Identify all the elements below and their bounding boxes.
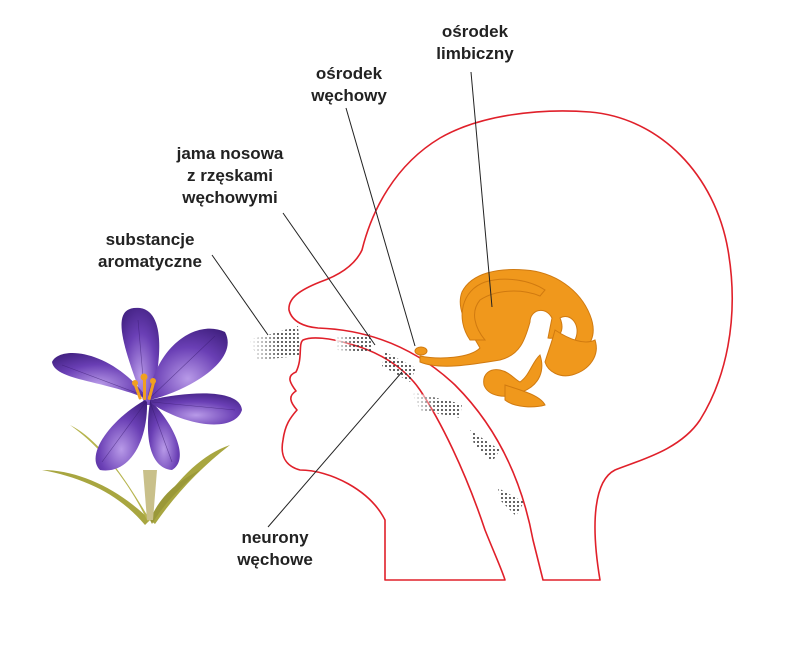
- label-aromatic-line1: substancje: [105, 230, 195, 249]
- label-nasal-line2: z rzęskami: [187, 166, 273, 185]
- label-aromatic-line2: aromatyczne: [98, 252, 202, 271]
- head-outline: [281, 337, 506, 581]
- label-olfactory-center: ośrodek węchowy: [294, 63, 404, 107]
- label-limbic-line1: ośrodek: [441, 22, 509, 41]
- label-nasal-cavity: jama nosowa z rzęskami węchowymi: [150, 143, 310, 209]
- odor-particles: [250, 326, 524, 516]
- label-nasal-line1: jama nosowa: [176, 144, 284, 163]
- label-neurons-line1: neurony: [241, 528, 309, 547]
- label-olfactory-neurons: neurony węchowe: [220, 527, 330, 571]
- label-aromatic-substances: substancje aromatyczne: [80, 229, 220, 273]
- label-olfactory-line2: węchowy: [311, 86, 387, 105]
- label-nasal-line3: węchowymi: [182, 188, 278, 207]
- crocus-flower: [42, 307, 242, 525]
- leader-lines: [211, 71, 493, 528]
- stamens: [132, 373, 156, 400]
- olfactory-bulb: [414, 346, 428, 356]
- limbic-system: [419, 269, 597, 408]
- label-limbic-line2: limbiczny: [436, 44, 514, 63]
- head-outline-back: [288, 110, 733, 581]
- label-olfactory-line1: ośrodek: [315, 64, 383, 83]
- label-neurons-line2: węchowe: [237, 550, 313, 569]
- label-limbic-center: ośrodek limbiczny: [420, 21, 530, 65]
